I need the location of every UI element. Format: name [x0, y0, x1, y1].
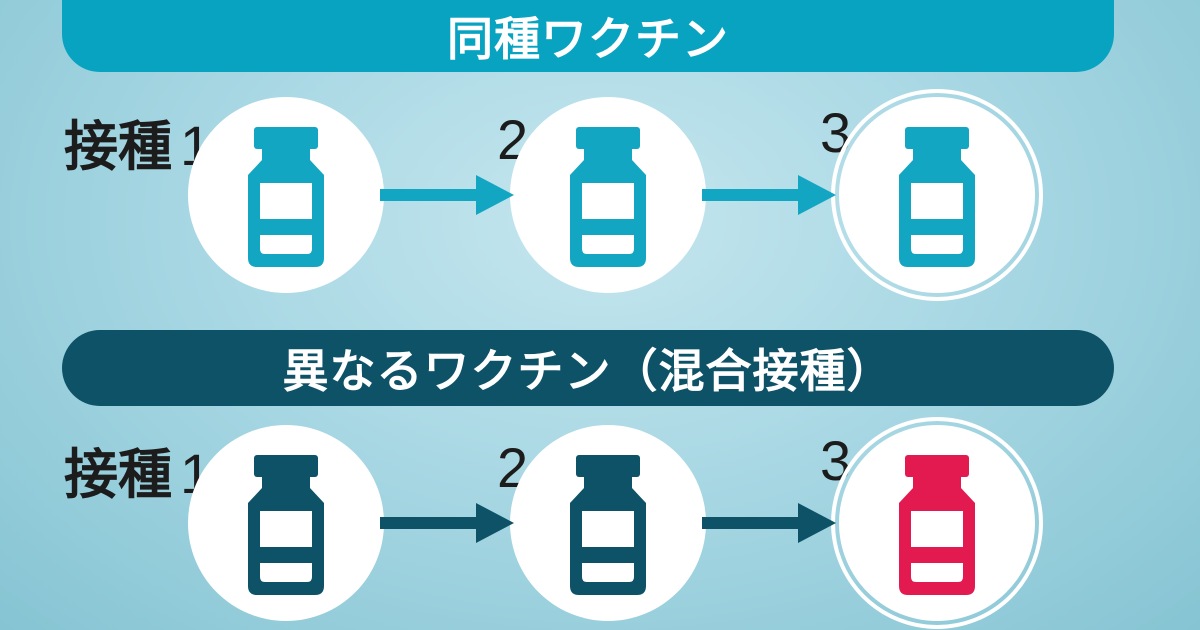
same-vaccine-title: 同種ワクチン [447, 12, 729, 66]
same-dose-3-circle [839, 97, 1035, 293]
arrow-right-icon [702, 175, 836, 215]
arrow-right-icon [380, 503, 514, 543]
mixed-vaccine-banner: 異なるワクチン（混合接種） [62, 330, 1114, 406]
same-vaccine-banner: 同種ワクチン [62, 0, 1114, 72]
mixed-vaccine-title: 異なるワクチン（混合接種） [282, 344, 894, 398]
same-dose-1-circle [188, 97, 384, 293]
vial-icon [246, 455, 326, 595]
vial-icon [568, 127, 648, 267]
vial-icon [897, 455, 977, 595]
dose-prefix: 接種 [64, 443, 172, 506]
vial-icon [897, 127, 977, 267]
vial-icon [568, 455, 648, 595]
vial-icon [246, 127, 326, 267]
mixed-dose-1-circle [188, 425, 384, 621]
mixed-dose-2-circle [510, 425, 706, 621]
mixed-dose-3-circle [839, 425, 1035, 621]
arrow-right-icon [702, 503, 836, 543]
same-dose-2-circle [510, 97, 706, 293]
dose-prefix: 接種 [64, 115, 172, 178]
arrow-right-icon [380, 175, 514, 215]
